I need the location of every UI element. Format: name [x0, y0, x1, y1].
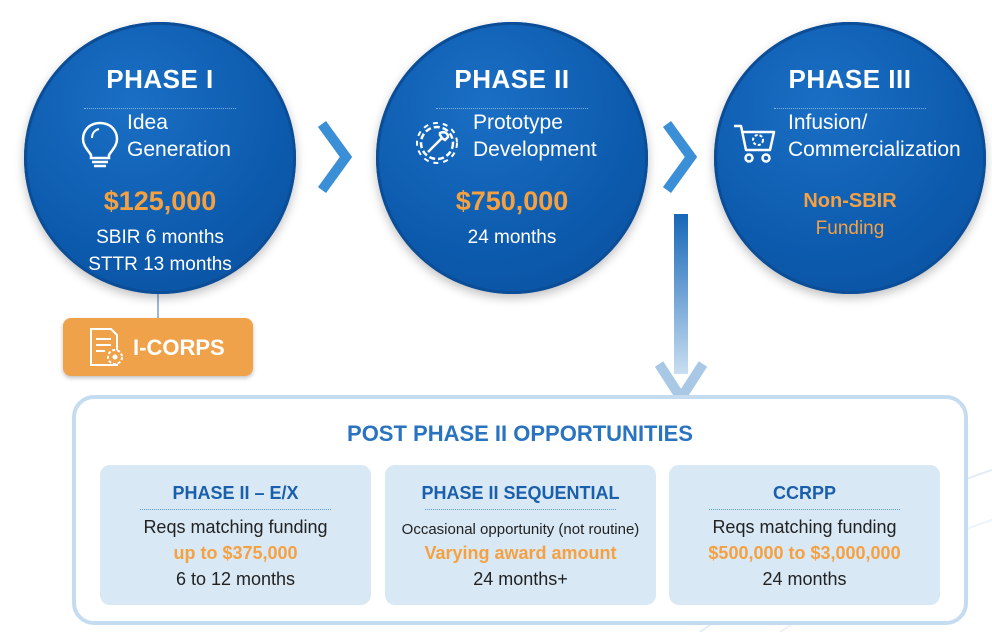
gear-wrench-icon — [412, 118, 462, 168]
card-title: CCRPP — [772, 483, 836, 503]
phase-1-circle: PHASE I Idea Generation $125,000 SBIR 6 … — [24, 22, 296, 294]
phase-2-title: PHASE II — [454, 64, 570, 94]
card-phase-2-ex: PHASE II – E/X Reqs matching funding up … — [100, 465, 371, 605]
card-line1: Occasional opportunity (not routine) — [401, 521, 640, 538]
icorps-badge: I-CORPS — [63, 318, 253, 376]
phase-3-funding-line1: Non-SBIR — [803, 190, 897, 212]
card-phase-2-sequential: PHASE II SEQUENTIAL Occasional opportuni… — [385, 465, 656, 605]
phase-2-label-line2: Development — [473, 138, 597, 161]
card-duration: 24 months — [762, 569, 847, 589]
card-amount: $500,000 to $3,000,000 — [708, 543, 901, 563]
phase-3-divider — [774, 108, 926, 109]
icorps-connector — [157, 290, 159, 320]
lightbulb-icon — [78, 120, 122, 168]
card-line1: Reqs matching funding — [143, 517, 328, 537]
down-arrow-icon — [655, 214, 707, 404]
phase-3-circle: PHASE III Infusion/ Commercialization No… — [714, 22, 986, 294]
phase-3-label-line1: Infusion/ — [788, 111, 868, 134]
icorps-label: I-CORPS — [133, 335, 225, 360]
phase-1-sbir: SBIR 6 months — [96, 227, 224, 248]
phase-1-divider — [84, 108, 236, 109]
phase-1-label-line2: Generation — [127, 138, 231, 161]
phase-2-duration: 24 months — [467, 227, 557, 248]
card-divider — [709, 509, 900, 510]
post-phase-2-panel: POST PHASE II OPPORTUNITIES PHASE II – E… — [72, 395, 968, 625]
card-amount: up to $375,000 — [173, 543, 298, 563]
cart-gear-icon — [732, 120, 780, 168]
card-title: PHASE II – E/X — [172, 483, 299, 503]
phase-3-funding-line2: Funding — [815, 218, 885, 239]
chevron-right-icon — [318, 121, 352, 193]
card-line1: Reqs matching funding — [712, 517, 897, 537]
card-divider — [425, 509, 616, 510]
phase-1-amount: $125,000 — [103, 186, 217, 216]
card-ccrpp: CCRPP Reqs matching funding $500,000 to … — [669, 465, 940, 605]
phase-3-label-line2: Commercialization — [788, 138, 961, 161]
phase-3-title: PHASE III — [788, 64, 912, 94]
phase-1-title: PHASE I — [106, 64, 214, 94]
card-duration: 24 months+ — [473, 569, 568, 589]
card-duration: 6 to 12 months — [175, 569, 296, 589]
card-title: PHASE II SEQUENTIAL — [421, 483, 620, 503]
post-phase-2-title: POST PHASE II OPPORTUNITIES — [347, 421, 693, 446]
phase-1-sttr: STTR 13 months — [88, 254, 232, 275]
card-divider — [140, 509, 331, 510]
phase-2-amount: $750,000 — [455, 186, 569, 216]
phase-2-label-line1: Prototype — [473, 111, 563, 134]
phase-2-circle: PHASE II Prototype Development $750,000 … — [376, 22, 648, 294]
chevron-right-icon — [663, 121, 697, 193]
card-amount: Varying award amount — [424, 543, 617, 563]
phase-1-label-line1: Idea — [127, 111, 168, 134]
phase-2-divider — [436, 108, 588, 109]
document-gear-icon — [90, 328, 123, 366]
